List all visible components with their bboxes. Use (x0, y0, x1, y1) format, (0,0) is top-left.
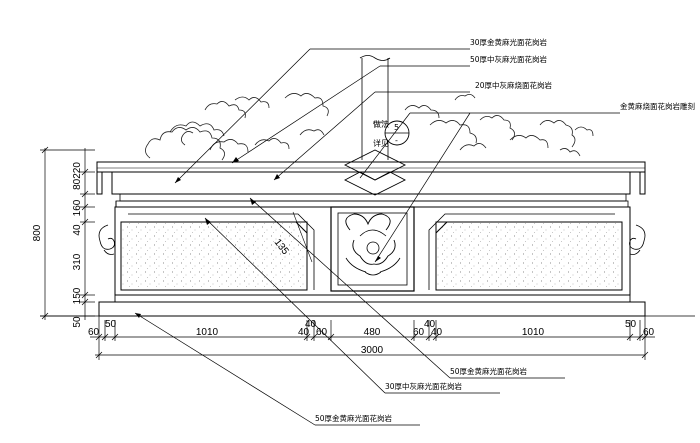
dim-v-seg5: 50 (72, 316, 83, 328)
dim-h-total: 3000 (361, 345, 384, 356)
bowtie-ornament (343, 149, 407, 196)
callout-bottom-2: 30厚中灰麻光面花岗岩 (385, 381, 463, 391)
planting-foliage (145, 93, 594, 161)
callout-bottom-3: 50厚金黄麻光面花岗岩 (315, 413, 393, 423)
dim-v-seg3: 310 (72, 253, 83, 270)
callout-top-3: 20厚中灰麻烧面花岗岩 (475, 80, 553, 90)
top-leader-arrowheads (175, 157, 381, 262)
callout-top-2: 50厚中灰麻光面花岗岩 (470, 54, 548, 64)
detail-see-number: - (395, 136, 398, 145)
dim-v-top: 80220 (72, 162, 83, 190)
dim-h-40-b: 40 (298, 327, 310, 338)
dim-h-1010-right: 1010 (522, 327, 545, 338)
bottom-leader-lines (134, 197, 565, 426)
bottom-leader-arrowheads (135, 198, 256, 318)
dim-h-1010-left: 1010 (196, 327, 219, 338)
carved-medallion (330, 206, 415, 292)
dim-v-seg2: 40 (72, 224, 83, 236)
dim-h-40-a: 40 (305, 319, 317, 330)
dim-h-60-left: 60 (88, 327, 100, 338)
dim-h-50-left: 50 (105, 319, 117, 330)
horizontal-dimension-chain (90, 316, 655, 360)
dim-v-seg2b: 160 (72, 199, 83, 216)
dim-h-480: 480 (364, 327, 381, 338)
detail-see-label: 详见 (373, 138, 389, 148)
dim-h-60-c: 60 (413, 327, 425, 338)
end-scroll-ornaments (98, 224, 646, 255)
planter-plinth (98, 294, 646, 317)
dim-v-total: 800 (32, 224, 43, 241)
center-column (359, 55, 391, 160)
callout-right: 金黄麻烧面花岗岩雕刻 (620, 101, 695, 111)
dim-v-seg4: 150 (72, 287, 83, 304)
callout-bottom-1: 50厚金黄麻光面花岗岩 (450, 366, 528, 376)
detail-reference-mark: 做法 5 详见 - (373, 119, 410, 148)
dim-h-60-right: 60 (643, 327, 655, 338)
dim-h-40-c: 40 (424, 319, 436, 330)
dim-h-40-d: 40 (431, 327, 443, 338)
top-leader-lines (174, 48, 620, 263)
planter-body (114, 206, 631, 296)
detail-method-number: 5 (394, 123, 399, 132)
planter-upper-band (111, 171, 631, 208)
detail-method-label: 做法 (373, 119, 389, 129)
vertical-dimension-chain (40, 146, 95, 320)
dim-h-60-b: 60 (316, 327, 328, 338)
callout-top-1: 30厚金黄麻光面花岗岩 (470, 37, 548, 47)
dim-h-50-right: 50 (625, 319, 637, 330)
